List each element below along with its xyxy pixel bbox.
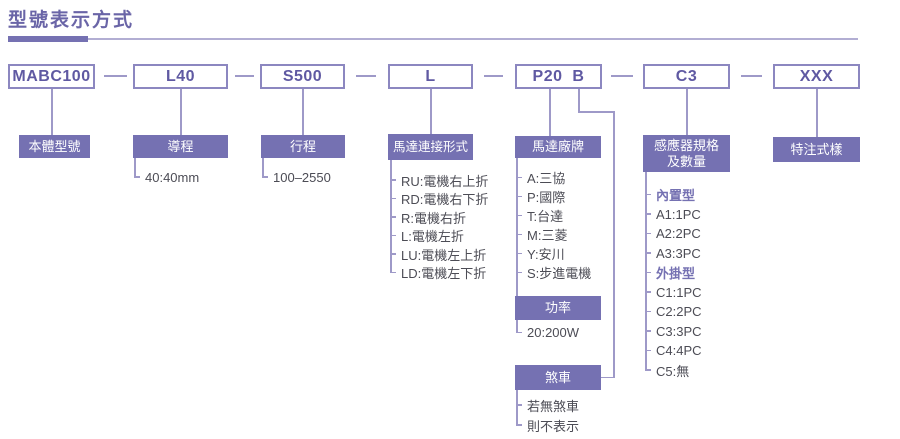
option-item: R:電機右折 [390, 208, 488, 227]
option-item: P:國際 [516, 187, 591, 206]
option-item: C5:無 [645, 361, 702, 381]
label-brake: 煞車 [515, 365, 601, 390]
connector-sensor [686, 89, 688, 135]
option-item: 40:40mm [134, 168, 199, 187]
bracket-line [516, 320, 518, 333]
brake-options: 若無煞車 則不表示 [516, 390, 579, 435]
label-stroke-text: 行程 [289, 138, 316, 154]
connector-brake-seg4 [601, 376, 614, 378]
code-box-sensor: C3 [643, 64, 730, 89]
code-box-lead: L40 [133, 64, 228, 89]
label-sensor-line2: 及數量 [666, 153, 706, 169]
motor-connection-options: RU:電機右上折 RD:電機右下折 R:電機右折 L:電機左折 LU:電機左上折… [390, 160, 488, 282]
dash-separator [611, 75, 633, 77]
label-sensor-line1: 感應器規格 [653, 137, 719, 153]
connector-brake-seg1 [578, 89, 580, 112]
dash-separator [235, 75, 254, 77]
dash-separator [484, 75, 503, 77]
code-box-stroke: S500 [260, 64, 345, 89]
connector-special [816, 89, 818, 137]
connector-motor-brand [549, 89, 551, 136]
bracket-line [516, 390, 518, 425]
option-item: C2:2PC [645, 302, 702, 322]
option-item: L:電機左折 [390, 227, 488, 246]
option-item: 則不表示 [516, 415, 579, 435]
option-item: 100–2550 [262, 168, 331, 187]
label-power-text: 功率 [544, 300, 571, 315]
sensor-options: 內置型 A1:1PC A2:2PC A3:3PC 外掛型 C1:1PC C2:2… [645, 172, 702, 380]
option-item: T:台達 [516, 206, 591, 225]
connector-stroke [302, 89, 304, 135]
title-underline-thick [8, 36, 88, 42]
option-group-header: 內置型 [645, 185, 702, 205]
connector-brake-seg3 [613, 111, 615, 378]
title-underline-thin [8, 38, 858, 40]
option-item: M:三菱 [516, 225, 591, 244]
option-item: A:三協 [516, 168, 591, 187]
connector-body [51, 89, 53, 135]
connector-motor-connection [430, 89, 432, 134]
label-stroke: 行程 [261, 135, 345, 158]
label-motor-brand-text: 馬達廠牌 [531, 139, 584, 154]
option-item: A3:3PC [645, 244, 702, 264]
option-item: A2:2PC [645, 224, 702, 244]
option-item: RD:電機右下折 [390, 190, 488, 209]
option-item: C1:1PC [645, 283, 702, 303]
label-lead-text: 導程 [167, 138, 194, 154]
stroke-options: 100–2550 [262, 158, 331, 187]
bracket-line [134, 158, 136, 177]
bracket-line [516, 158, 518, 296]
label-sensor: 感應器規格 及數量 [643, 135, 730, 172]
label-special-text: 特注式樣 [790, 141, 843, 157]
connector-brake-seg2 [578, 111, 614, 113]
connector-lead [180, 89, 182, 135]
power-options: 20:200W [516, 320, 579, 342]
option-group-header: 外掛型 [645, 263, 702, 283]
dash-separator [356, 75, 376, 77]
option-item: LD:電機左下折 [390, 264, 488, 283]
option-item: 20:200W [516, 323, 579, 342]
code-box-motor-connection: L [388, 64, 473, 89]
lead-options: 40:40mm [134, 158, 199, 187]
motor-brand-options: A:三協 P:國際 T:台達 M:三菱 Y:安川 S:步進電機 [516, 158, 591, 296]
dash-separator [741, 75, 762, 77]
option-item: LU:電機左上折 [390, 245, 488, 264]
label-lead: 導程 [133, 135, 228, 158]
label-motor-brand: 馬達廠牌 [515, 136, 601, 158]
code-box-body: MABC100 [8, 64, 95, 89]
label-power: 功率 [515, 296, 601, 320]
page-title: 型號表示方式 [8, 10, 135, 31]
option-item: C3:3PC [645, 322, 702, 342]
dash-separator [104, 75, 127, 77]
bracket-line [262, 158, 264, 177]
label-body: 本體型號 [19, 135, 90, 158]
label-brake-text: 煞車 [544, 369, 571, 385]
option-item: C4:4PC [645, 341, 702, 361]
label-special: 特注式樣 [773, 137, 860, 162]
code-box-special: XXX [773, 64, 860, 89]
option-item: 若無煞車 [516, 395, 579, 415]
label-body-text: 本體型號 [28, 138, 81, 154]
label-motor-connection-text: 馬達連接形式 [392, 140, 468, 154]
option-item: S:步進電機 [516, 263, 591, 282]
option-item: Y:安川 [516, 244, 591, 263]
bracket-line [645, 172, 647, 370]
label-motor-connection: 馬達連接形式 [388, 134, 473, 160]
code-box-motor-brand: P20 B [515, 64, 602, 89]
option-item: RU:電機右上折 [390, 171, 488, 190]
option-item: A1:1PC [645, 205, 702, 225]
